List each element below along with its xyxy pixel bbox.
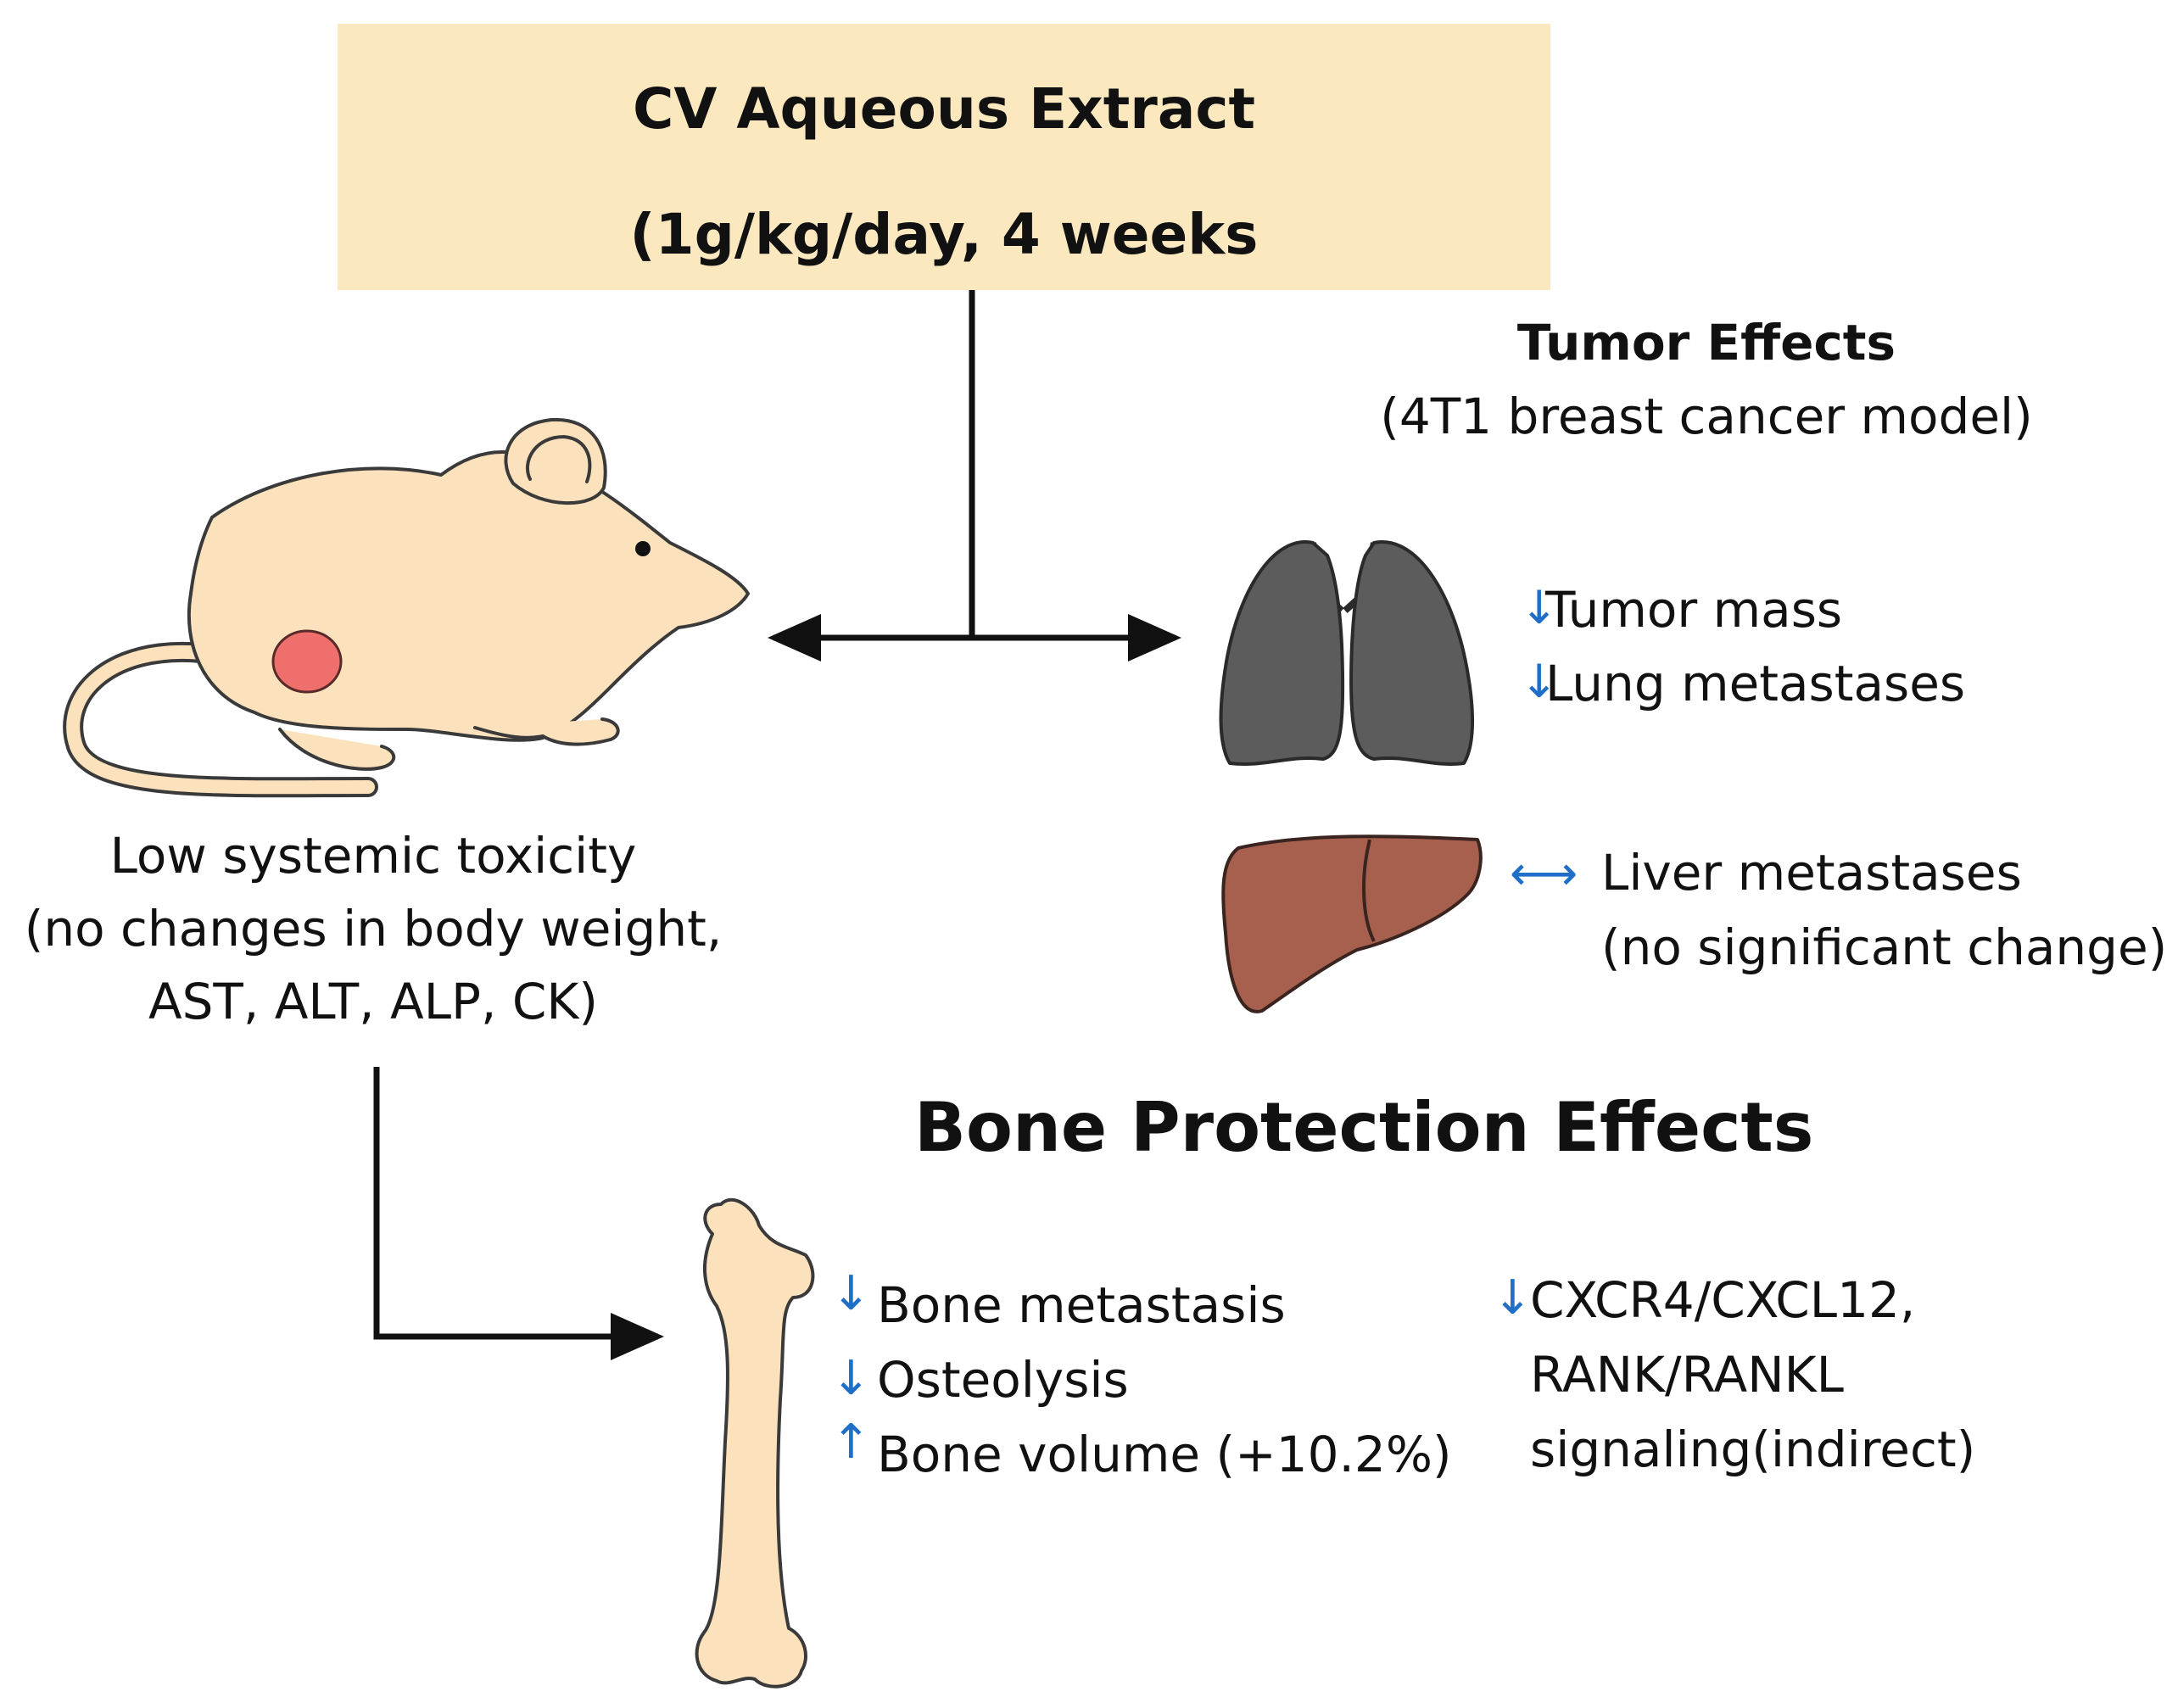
bone-connector [373,1067,664,1360]
osteolysis-label: Osteolysis [877,1351,1129,1409]
arrow-down-icon: ↓ [831,1351,871,1406]
lung-metastases-label: Lung metastases [1545,655,1966,712]
liver-metastases-label: Liver metastases [1601,844,2022,901]
tumor-model-label: (4T1 breast cancer model) [1380,388,2033,445]
treatment-dose: (1g/kg/day, 4 weeks [629,202,1259,267]
arrow-down-icon: ↓ [1520,655,1559,708]
bone-metastasis-label: Bone metastasis [877,1276,1286,1334]
liver-icon [1221,834,1483,1013]
signaling-line-2: RANK/RANKL [1530,1346,1844,1404]
arrow-up-icon: ↑ [831,1415,871,1470]
lungs-icon [1219,540,1474,766]
tumor-mass-label: Tumor mass [1545,581,1843,639]
bone-protection-title: Bone Protection Effects [914,1088,1814,1167]
mouse-icon [63,417,750,798]
arrow-down-icon: ↓ [1493,1270,1533,1326]
liver-note: (no significant change) [1601,918,2168,976]
treatment-box: CV Aqueous Extract (1g/kg/day, 4 weeks [338,24,1550,290]
tumor-effects-title: Tumor Effects [1516,314,1896,371]
treatment-title: CV Aqueous Extract [632,76,1256,142]
toxicity-line-1: Low systemic toxicity [109,827,637,885]
toxicity-line-2: (no changes in body weight, [24,900,723,957]
bone-volume-label: Bone volume (+10.2%) [877,1426,1452,1483]
signaling-line-3: signaling(indirect) [1530,1421,1976,1478]
toxicity-line-3: AST, ALT, ALP, CK) [148,973,599,1030]
arrow-down-icon: ↓ [831,1266,871,1321]
arrow-down-icon: ↓ [1520,581,1559,634]
bone-icon [695,1197,815,1688]
signaling-line-1: CXCR4/CXCL12, [1530,1271,1916,1329]
arrow-left-right-icon: ⟷ [1510,846,1578,901]
